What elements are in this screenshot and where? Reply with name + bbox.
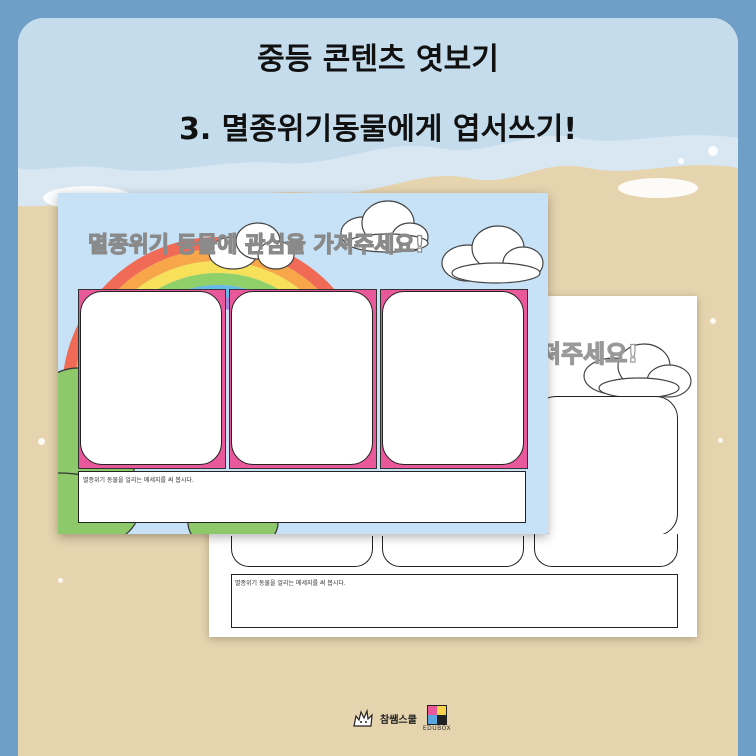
back-photo-card — [231, 536, 373, 567]
back-sheet-title: 져주세요! — [538, 339, 639, 368]
photo-card-1 — [80, 291, 222, 465]
decor-dot — [38, 438, 45, 445]
wave-decoration — [18, 18, 738, 210]
decor-dot — [718, 438, 723, 443]
postcard-front-sheet: 멸종위기 동물에 관심을 가져주세요! 멸종위기 동물을 알리는 메세지를 써 … — [58, 193, 548, 534]
back-photo-card — [534, 396, 678, 536]
brand-text: 참쌤스쿨 — [380, 715, 417, 726]
front-sheet-title: 멸종위기 동물에 관심을 가져주세요! — [87, 232, 425, 258]
back-message-box — [231, 574, 678, 628]
decor-dot — [678, 158, 684, 164]
brand-logo: 참쌤스쿨 EDUBOX — [352, 705, 451, 732]
page-subtitle: 3. 멸종위기동물에게 엽서쓰기! — [178, 112, 578, 147]
back-message-label: 멸종위기 동물을 알리는 메세지를 써 봅시다. — [235, 580, 346, 587]
message-label: 멸종위기 동물을 알리는 메세지를 써 봅시다. — [83, 477, 194, 484]
decor-dot — [708, 146, 718, 156]
photo-card-2 — [231, 291, 373, 465]
edubox-logo: EDUBOX — [423, 705, 451, 732]
edubox-text: EDUBOX — [422, 725, 452, 732]
back-photo-card — [534, 534, 678, 567]
edubox-icon — [426, 705, 447, 725]
photo-card-3 — [382, 291, 524, 465]
page-title: 중등 콘텐츠 엿보기 — [257, 42, 499, 77]
decor-dot — [58, 578, 63, 583]
decor-dot — [710, 318, 716, 324]
back-cloud — [583, 343, 692, 399]
spiky-mascot-icon — [353, 708, 373, 727]
message-box — [78, 471, 526, 523]
back-photo-card — [382, 536, 524, 567]
